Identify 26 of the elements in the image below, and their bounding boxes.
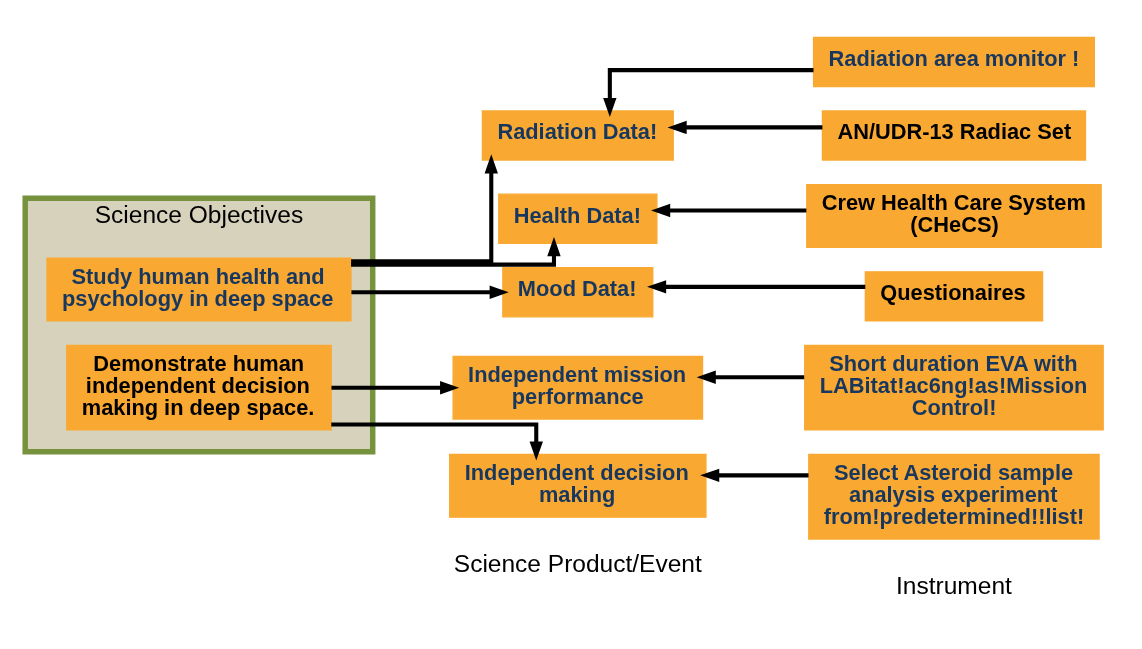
node-box: Independent decision making (449, 453, 707, 518)
arrow (351, 153, 498, 263)
arrow (351, 285, 509, 299)
arrow (700, 468, 809, 482)
node-box: Select Asteroid sample analysis experiment from!predetermined!!list! (808, 453, 1100, 540)
arrow (667, 120, 823, 134)
node-box: Health Data! (498, 193, 658, 244)
node-box: Independent mission performance (452, 355, 704, 420)
node-box: Radiation area monitor ! (812, 36, 1095, 87)
node-box: Radiation Data! (481, 109, 674, 161)
arrow (331, 380, 460, 394)
arrow (647, 279, 866, 294)
arrow (351, 236, 561, 267)
node-box: AN/UDR-13 Radiac Set (821, 109, 1087, 161)
node-box: Mood Data! (502, 266, 654, 317)
label: Instrument (896, 571, 1012, 599)
node-box: Short duration EVA with LABitat!ac6ng!as!Mission Control! (804, 344, 1104, 431)
node-box: Crew Health Care System (CHeCS) (806, 183, 1102, 248)
arrow (696, 370, 805, 384)
label: Science Product/Event (453, 549, 702, 577)
arrow (331, 421, 543, 461)
arrow (651, 203, 807, 217)
node-box: Questionaires (864, 270, 1044, 322)
node-box: Study human health and psychology in deep space (46, 257, 352, 322)
arrow (603, 67, 814, 117)
node-box: Demonstrate human independent decision making in deep space. (66, 344, 332, 431)
